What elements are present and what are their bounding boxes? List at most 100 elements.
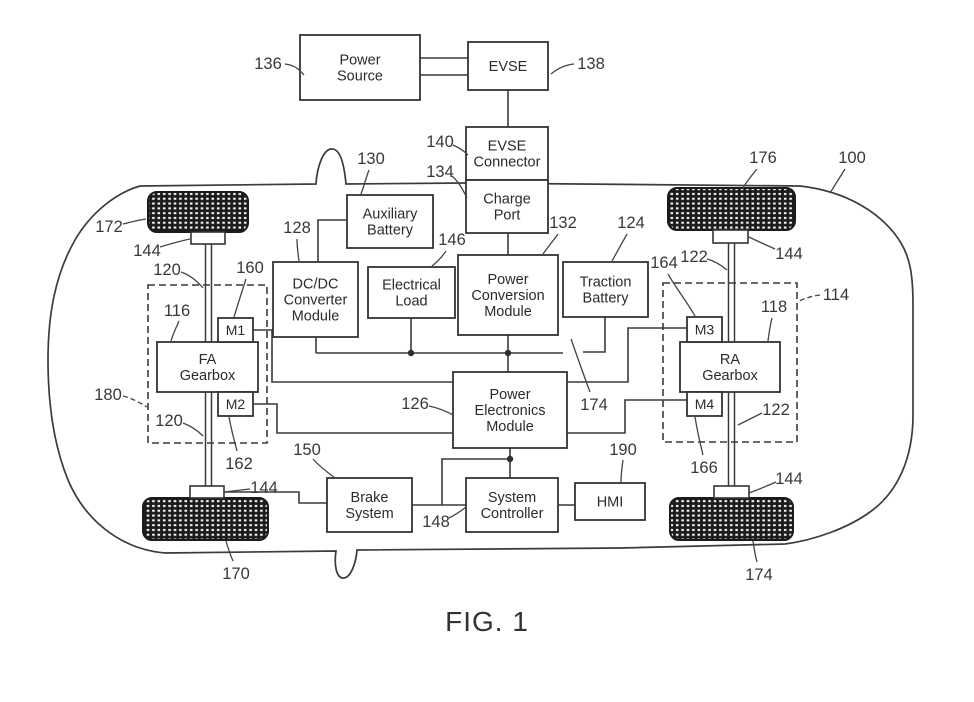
- evse-ref-leader: [550, 63, 575, 75]
- brake-system-ref-leader: [312, 458, 336, 479]
- front-axle-lower: [204, 392, 213, 486]
- wheel-top-right-ref-leader: [742, 168, 758, 189]
- wire-13: [567, 399, 687, 434]
- evse-connector-box: [465, 126, 549, 181]
- power-electronics-module-box: [452, 371, 568, 449]
- hub-top-right-ref: 144: [775, 245, 803, 263]
- evse-connector-ref: 140: [426, 133, 454, 151]
- motor-m4-label: M4: [695, 396, 715, 412]
- dcdc-converter-module-ref: 128: [283, 219, 311, 237]
- hub-top-right-ref-leader: [748, 236, 776, 250]
- charge-port-ref-leader: [451, 175, 468, 199]
- fa-gearbox-ref: 116: [164, 302, 190, 320]
- motor-m1-ref: 160: [236, 259, 264, 277]
- motor-m3-box: [686, 316, 723, 343]
- ra-gearbox-box: [679, 341, 781, 393]
- wheel-bottom-left-ref: 170: [222, 565, 250, 583]
- hub-bottom-left-ref: 144: [250, 479, 278, 497]
- vehicle-body-outline: [47, 148, 914, 579]
- traction-battery-box: [562, 261, 649, 318]
- hv-bus-ref: 174: [580, 396, 608, 414]
- system-controller-box: [465, 477, 559, 533]
- vehicle-ref: 100: [838, 149, 866, 167]
- wheel-bottom-left-ref-leader: [225, 540, 234, 562]
- power-source-box: [299, 34, 421, 101]
- motor-m2-label: M2: [226, 396, 246, 412]
- hmi-ref: 190: [609, 441, 637, 459]
- auxiliary-battery-box: [346, 194, 434, 249]
- wheel-bottom-right: [669, 497, 794, 541]
- motor-m3-ref: 164: [650, 254, 678, 272]
- wheel-top-left-ref: 172: [95, 218, 123, 236]
- motor-m2-ref: 162: [225, 455, 253, 473]
- wheel-bottom-left: [142, 497, 269, 541]
- hmi-ref-leader: [620, 459, 624, 483]
- ra-gearbox-ref: 118: [761, 298, 787, 316]
- charge-port-box: [465, 179, 549, 234]
- power-conversion-module-ref: 132: [549, 214, 577, 232]
- power-electronics-module-ref-leader: [428, 405, 454, 416]
- rear-axle-upper-ref: 122: [680, 248, 708, 266]
- dcdc-converter-module-ref-leader: [296, 238, 300, 262]
- charge-port-ref: 134: [426, 163, 454, 181]
- dcdc-converter-module-box: [272, 261, 359, 338]
- hub-bottom-right-ref: 144: [775, 470, 803, 488]
- wire-12: [567, 327, 687, 383]
- evse-ref: 138: [577, 55, 605, 73]
- hub-front-left-ref-leader: [159, 238, 191, 248]
- rear-drive-unit-box: [662, 282, 798, 443]
- motor-m4-box: [686, 391, 723, 417]
- electrical-load-box: [367, 266, 456, 319]
- evse-connector-ref-leader: [452, 144, 469, 156]
- wheel-top-left: [147, 191, 249, 233]
- power-conversion-module-ref-leader: [542, 233, 559, 255]
- hub-top-right: [712, 229, 749, 244]
- motor-m4-ref: 166: [690, 459, 718, 477]
- wire-10: [253, 329, 453, 383]
- ra-gearbox-ref-leader: [767, 317, 773, 342]
- evse-box: [467, 41, 549, 91]
- evse-label: EVSE: [489, 59, 528, 75]
- front-axle-lower-ref: 120: [155, 412, 183, 430]
- wheel-top-right: [667, 187, 796, 231]
- motor-m4-ref-leader: [694, 416, 704, 456]
- wire-15: [441, 458, 510, 505]
- brake-system-box: [326, 477, 413, 533]
- motor-m1-box: [217, 317, 254, 343]
- hub-bottom-left: [189, 485, 225, 499]
- front-axle-lower-ref-leader: [182, 422, 204, 437]
- rear-axle-upper-ref-leader: [706, 258, 728, 271]
- wire-4: [317, 219, 347, 262]
- hub-front-left: [190, 231, 226, 245]
- front-drive-unit-ref-leader: [122, 395, 148, 408]
- system-controller-ref-leader: [448, 506, 467, 519]
- hub-bottom-right-ref-leader: [748, 481, 777, 494]
- junction-dot-1: [504, 349, 512, 357]
- auxiliary-battery-ref: 130: [357, 150, 385, 168]
- power-source-ref-leader: [284, 63, 305, 76]
- rear-drive-unit-ref: 114: [823, 286, 849, 304]
- wheel-top-right-ref: 176: [749, 149, 777, 167]
- motor-m2-box: [217, 391, 254, 417]
- rear-axle-lower-ref: 122: [762, 401, 790, 419]
- brake-system-ref: 150: [293, 441, 321, 459]
- hmi-label: HMI: [597, 495, 624, 511]
- hmi-box: [574, 482, 646, 521]
- traction-battery-ref-leader: [611, 233, 628, 262]
- front-drive-unit-ref: 180: [94, 386, 122, 404]
- front-axle-upper: [204, 244, 213, 342]
- hub-bottom-left-ref-leader: [223, 488, 251, 493]
